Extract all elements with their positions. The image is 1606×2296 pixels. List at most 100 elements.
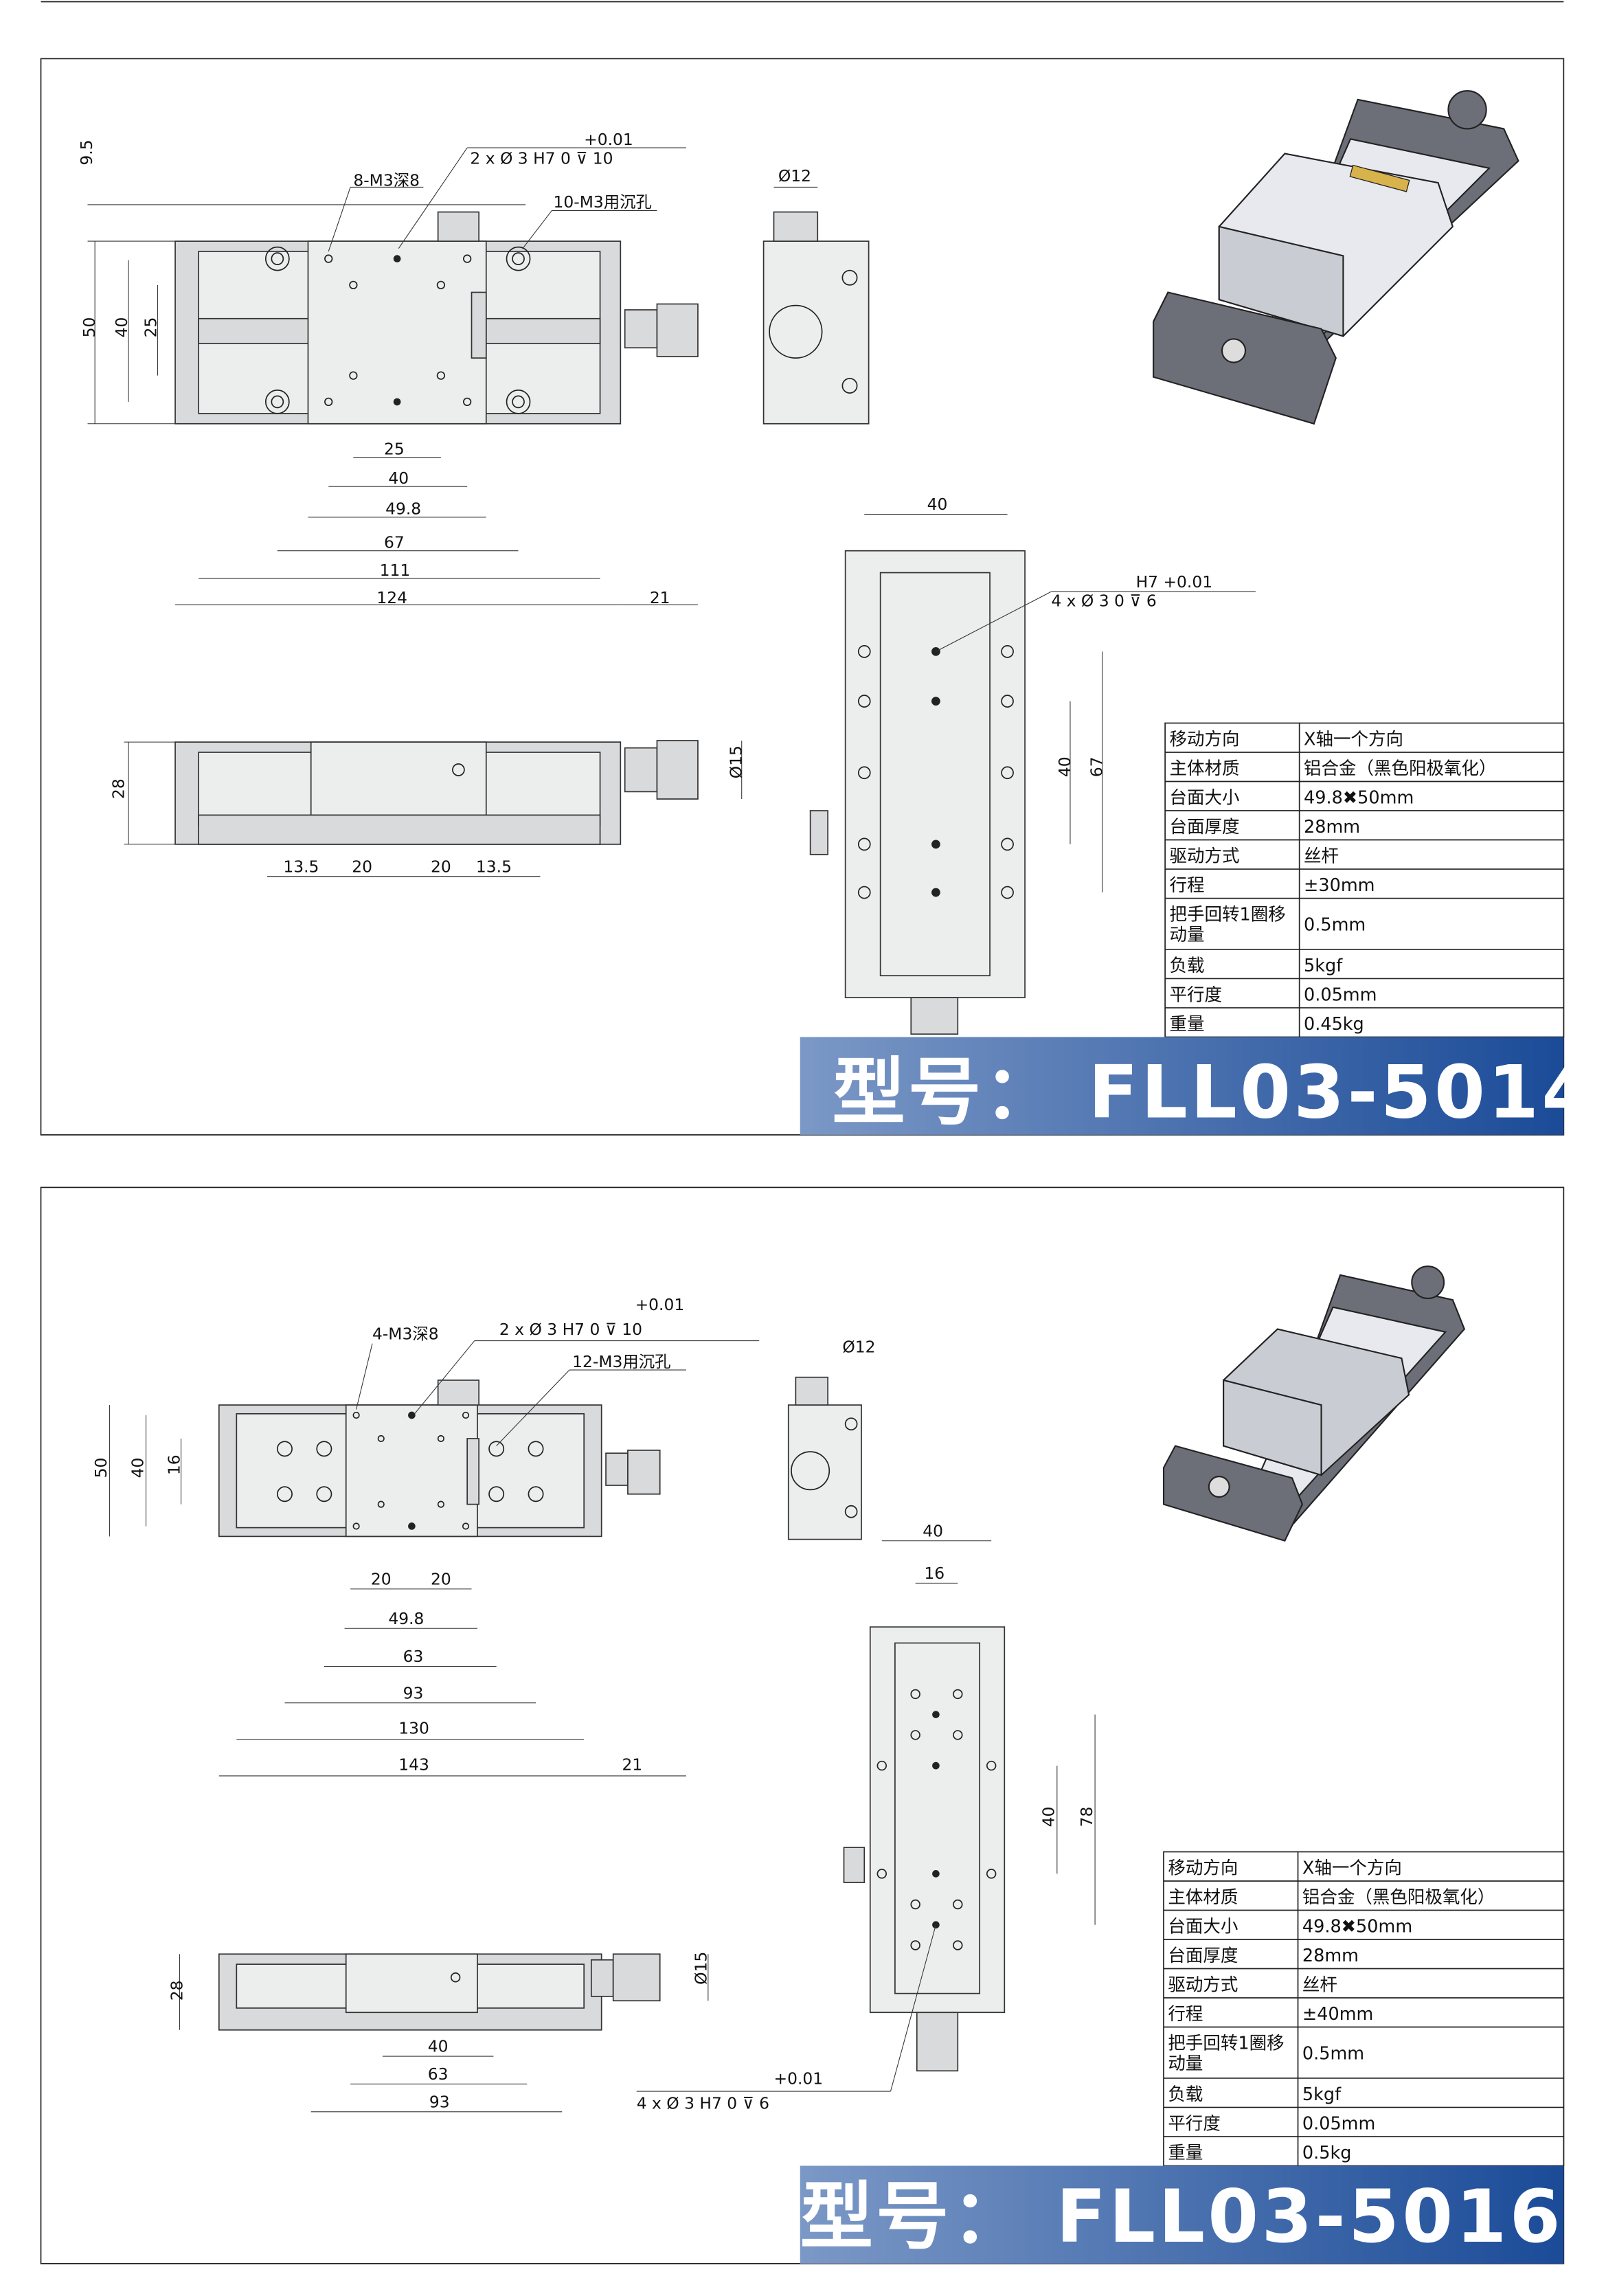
dim-16: 16 bbox=[164, 1454, 183, 1475]
dim-40-v: 40 bbox=[1055, 756, 1074, 777]
spec-value: 丝杆 bbox=[1304, 846, 1339, 866]
bottom-view bbox=[809, 514, 1256, 1035]
spec-label: 把手回转1圈移 bbox=[1168, 2033, 1284, 2053]
panel-fll03-501694: 4-M3深8 +0.01 2 x Ø 3 H7 0 ⊽ 10 12-M3用沉孔 … bbox=[40, 1186, 1606, 2264]
spec-value: 5kgf bbox=[1304, 956, 1343, 976]
spec-label: 行程 bbox=[1168, 2004, 1203, 2025]
dim-28: 28 bbox=[109, 778, 128, 799]
dim-40: 40 bbox=[112, 317, 131, 338]
spec-value: 0.5mm bbox=[1304, 914, 1366, 935]
tolerance-h7: H7 +0.01 bbox=[1136, 572, 1213, 592]
spec-value: 0.05mm bbox=[1302, 2113, 1375, 2134]
bottom-view bbox=[636, 1540, 1096, 2092]
dim-67-v: 67 bbox=[1087, 756, 1107, 777]
spec-value: ±30mm bbox=[1304, 875, 1375, 896]
model-banner bbox=[800, 1037, 1564, 1135]
spec-value: 49.8✖50mm bbox=[1304, 787, 1414, 808]
spec-label: 台面大小 bbox=[1169, 787, 1239, 808]
dim-49-8: 49.8 bbox=[388, 1609, 424, 1628]
spec-value: 5kgf bbox=[1302, 2084, 1342, 2105]
spec-table: 移动方向 X轴一个方向 主体材质 铝合金（黑色阳极氧化） 台面大小 49.8✖50mm… bbox=[1163, 1851, 1565, 2167]
dim-111: 111 bbox=[380, 561, 411, 580]
dim-40-bottom: 40 bbox=[923, 1521, 943, 1540]
spec-label: 台面厚度 bbox=[1169, 817, 1239, 837]
spec-label: 行程 bbox=[1169, 875, 1204, 896]
product-3d-render bbox=[1153, 90, 1519, 425]
dim-50: 50 bbox=[80, 317, 99, 338]
dim-21: 21 bbox=[650, 588, 670, 607]
spec-label: 主体材质 bbox=[1168, 1887, 1238, 1908]
dim-dia-15: Ø15 bbox=[692, 1952, 711, 1985]
dim-21: 21 bbox=[622, 1755, 642, 1774]
spec-value: 49.8✖50mm bbox=[1302, 1916, 1412, 1937]
dim-130: 130 bbox=[398, 1718, 429, 1737]
spec-value: 28mm bbox=[1302, 1946, 1359, 1966]
tolerance-label: +0.01 bbox=[584, 130, 633, 149]
panel-fll03-50145: 9.5 8-M3深8 +0.01 2 x Ø 3 H7 0 ⊽ 10 10-M3… bbox=[40, 58, 1606, 1136]
dim-20-right: 20 bbox=[431, 857, 451, 876]
spec-value: X轴一个方向 bbox=[1302, 1858, 1402, 1878]
callout-m3-depth: 8-M3深8 bbox=[353, 170, 420, 190]
model-number: 型号： FLL03-50145 bbox=[833, 1050, 1606, 1135]
spec-label: 负载 bbox=[1169, 956, 1204, 976]
dim-40: 40 bbox=[128, 1458, 147, 1478]
product-3d-render bbox=[1162, 1265, 1466, 1542]
dim-49-8: 49.8 bbox=[385, 499, 421, 519]
spec-label: 移动方向 bbox=[1169, 729, 1239, 750]
spec-label: 负载 bbox=[1168, 2084, 1203, 2105]
dim-40-front: 40 bbox=[428, 2037, 449, 2056]
spec-label: 主体材质 bbox=[1169, 758, 1239, 779]
dim-16-bottom: 16 bbox=[924, 1564, 945, 1583]
spec-value: 0.05mm bbox=[1304, 984, 1377, 1005]
dim-124: 124 bbox=[376, 588, 407, 607]
spec-value: 0.5mm bbox=[1302, 2043, 1364, 2064]
end-view bbox=[787, 1376, 862, 1540]
callout-m3-depth: 4-M3深8 bbox=[372, 1324, 439, 1343]
tolerance-label: +0.01 bbox=[773, 2069, 823, 2088]
dim-63-front: 63 bbox=[428, 2064, 449, 2084]
dim-28: 28 bbox=[168, 1981, 187, 2001]
dim-40-v: 40 bbox=[1039, 1807, 1059, 1827]
spec-label: 重量 bbox=[1168, 2143, 1203, 2163]
spec-value: 丝杆 bbox=[1302, 1974, 1337, 1995]
callout-4-holes: 4 x Ø 3 H7 0 ⊽ 6 bbox=[637, 2094, 769, 2113]
end-view bbox=[762, 186, 870, 425]
callout-counterbore: 12-M3用沉孔 bbox=[572, 1352, 670, 1371]
callout-pin-holes: 2 x Ø 3 H7 0 ⊽ 10 bbox=[470, 148, 613, 168]
dim-9-5: 9.5 bbox=[77, 139, 96, 165]
dim-40-h: 40 bbox=[388, 469, 409, 488]
spec-value: X轴一个方向 bbox=[1304, 729, 1403, 750]
spec-label: 动量 bbox=[1168, 2053, 1203, 2074]
spec-label: 台面大小 bbox=[1168, 1916, 1238, 1937]
front-view bbox=[179, 1953, 709, 2113]
dim-20-right: 20 bbox=[431, 1570, 451, 1589]
dim-50: 50 bbox=[91, 1458, 111, 1478]
spec-label: 驱动方式 bbox=[1169, 846, 1239, 866]
dim-25-h: 25 bbox=[384, 439, 405, 458]
spec-label: 重量 bbox=[1169, 1014, 1204, 1035]
spec-value: 铝合金（黑色阳极氧化） bbox=[1302, 1887, 1495, 1908]
spec-label: 动量 bbox=[1169, 925, 1204, 945]
spec-value: 0.45kg bbox=[1304, 1014, 1364, 1035]
model-number: 型号： FLL03-501694 bbox=[800, 2174, 1606, 2260]
callout-counterbore: 10-M3用沉孔 bbox=[554, 192, 652, 212]
spec-value: 0.5kg bbox=[1302, 2143, 1352, 2163]
dim-dia-12: Ø12 bbox=[842, 1338, 875, 1357]
spec-label: 驱动方式 bbox=[1168, 1974, 1238, 1995]
spec-value: 28mm bbox=[1304, 817, 1360, 837]
dim-13-5-right: 13.5 bbox=[476, 857, 512, 876]
dim-143: 143 bbox=[398, 1755, 429, 1774]
dim-dia-12: Ø12 bbox=[778, 166, 811, 185]
spec-label: 移动方向 bbox=[1168, 1858, 1238, 1878]
dim-20-left: 20 bbox=[371, 1570, 392, 1589]
callout-4-holes: 4 x Ø 3 0 ⊽ 6 bbox=[1051, 591, 1156, 610]
dim-13-5-left: 13.5 bbox=[283, 857, 319, 876]
top-view bbox=[87, 147, 699, 605]
spec-label: 把手回转1圈移 bbox=[1169, 904, 1285, 925]
callout-pin-holes: 2 x Ø 3 H7 0 ⊽ 10 bbox=[499, 1320, 642, 1339]
spec-value: ±40mm bbox=[1302, 2004, 1374, 2025]
dim-40-bottom: 40 bbox=[927, 495, 948, 514]
dim-93: 93 bbox=[403, 1683, 424, 1702]
